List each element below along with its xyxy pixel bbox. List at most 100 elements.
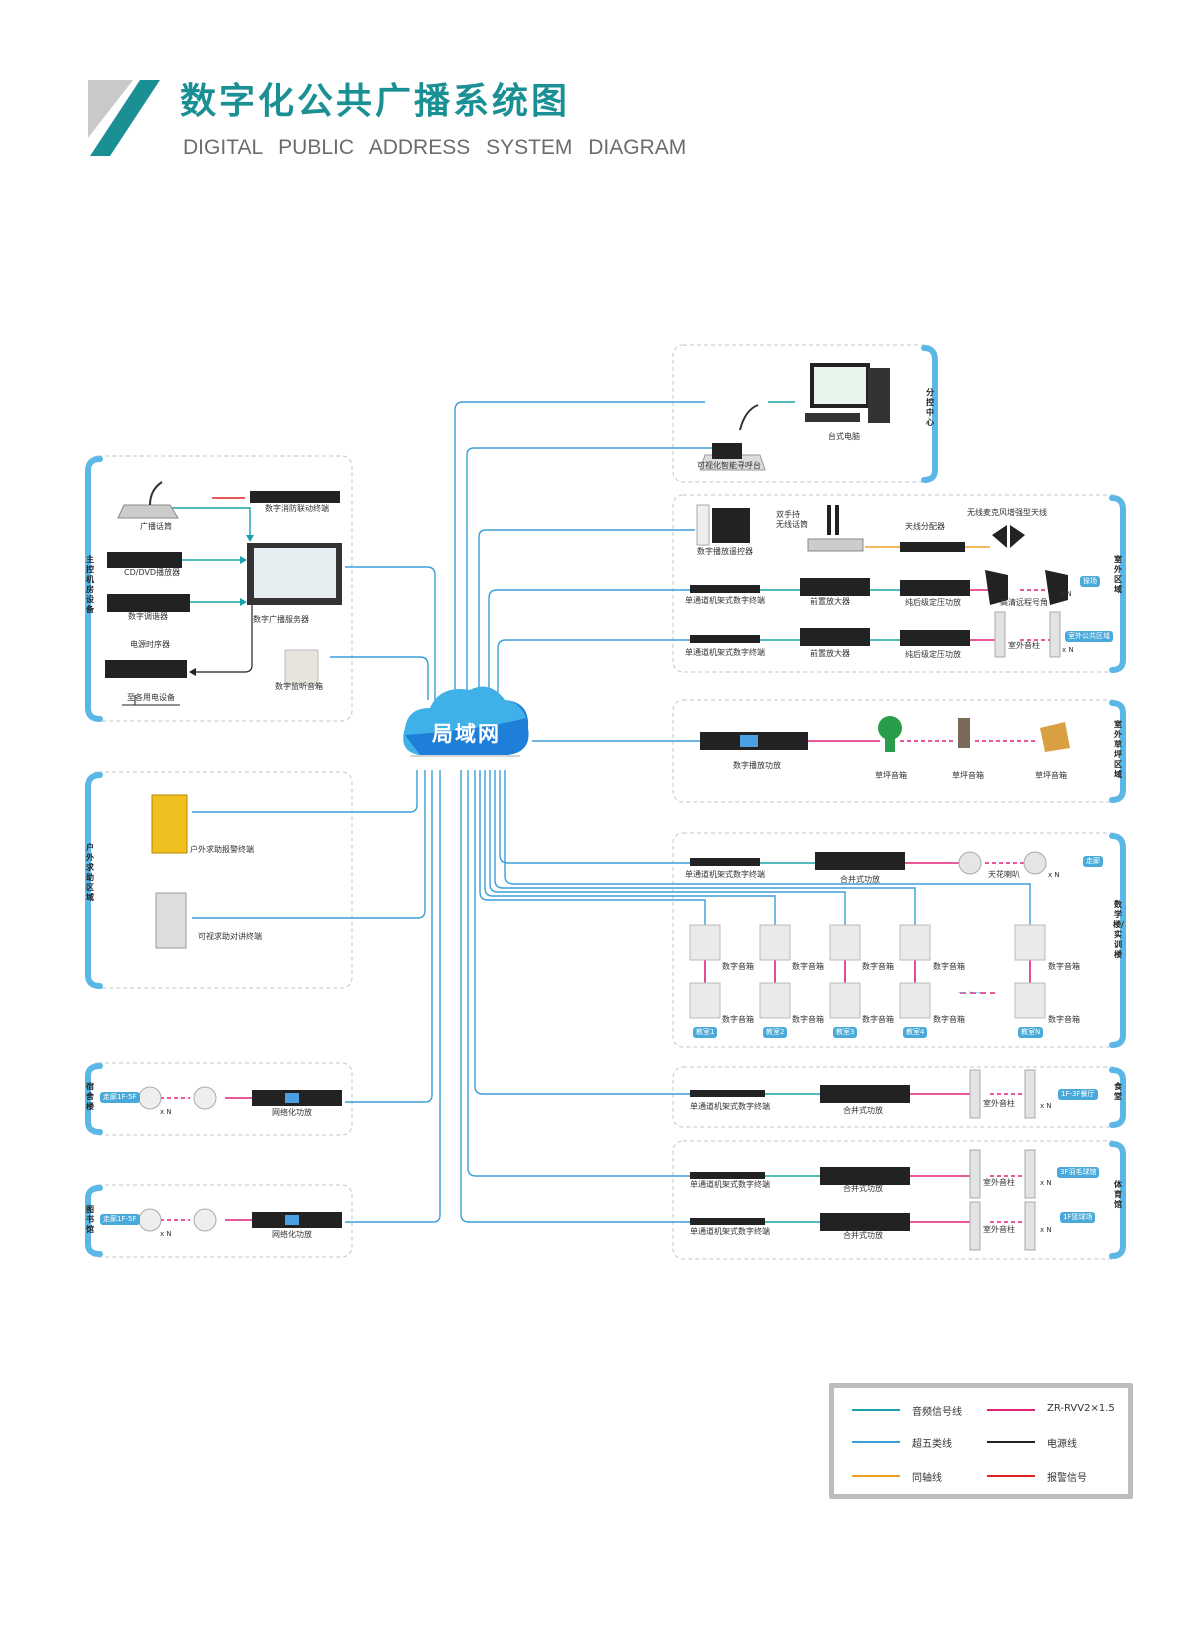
legend-text-coax: 同轴线 xyxy=(912,1473,942,1484)
monitor-speaker-device xyxy=(284,649,319,686)
label-post-amp-2: 纯后级定压功放 xyxy=(905,650,961,659)
label-outdoor-column-2: 室外音柱 xyxy=(983,1099,1015,1108)
legend-text-rvv: ZR-RVV2×1.5 xyxy=(1047,1403,1115,1414)
xn-column-1: x N xyxy=(1062,646,1074,654)
label-lawn-speaker-3: 草坪音箱 xyxy=(1035,771,1067,780)
main-rack-devices xyxy=(105,491,340,678)
label-single-terminal-3: 单通道机架式数字终端 xyxy=(685,870,765,879)
power-dist xyxy=(122,695,180,706)
label-outdoor-column-4: 室外音柱 xyxy=(983,1225,1015,1234)
label-ceiling-speaker: 天花喇叭 xyxy=(988,870,1020,879)
label-single-terminal-6: 单通道机架式数字终端 xyxy=(690,1227,770,1236)
label-horn: 高清远程号角 xyxy=(1000,598,1048,607)
legend-item-cat5: 超五类线 xyxy=(852,1434,992,1450)
lan-cloud xyxy=(403,686,529,757)
legend-text-cat5: 超五类线 xyxy=(912,1439,952,1450)
label-digital-speaker-4: 数字音箱 xyxy=(933,962,965,971)
label-digital-speaker-9: 数字音箱 xyxy=(933,1015,965,1024)
region-label-canteen: 食堂 xyxy=(1114,1082,1122,1101)
region-bars xyxy=(85,345,1126,1259)
tag-basketball: 1F篮球场 xyxy=(1060,1212,1096,1223)
label-mixer-amp-2: 合并式功放 xyxy=(843,1106,883,1115)
label-mixer-amp-1: 合并式功放 xyxy=(840,875,880,884)
antenna-splitter-device xyxy=(900,542,965,552)
lawn-devices xyxy=(700,716,1070,752)
tag-classroom-4: 教室4 xyxy=(903,1027,928,1038)
xn-horn: x N xyxy=(1060,590,1072,598)
region-label-library: 图书馆 xyxy=(86,1205,94,1234)
legend-text-audio: 音频信号线 xyxy=(912,1407,962,1418)
label-playback-ctrl: 数字播放遥控器 xyxy=(697,547,753,556)
legend: 音频信号线 ZR-RVV2×1.5 超五类线 电源线 同轴线 报警信号 xyxy=(829,1383,1133,1499)
label-dash: — · — xyxy=(958,988,982,997)
xn-library: x N xyxy=(160,1230,172,1238)
wireless-antenna-device xyxy=(992,525,1025,548)
column-devices-indoor xyxy=(969,1069,1036,1251)
label-monitor-speaker: 数字监听音箱 xyxy=(275,682,323,691)
wireless-receiver-device xyxy=(807,505,864,552)
label-lawn-speaker-2: 草坪音箱 xyxy=(952,771,984,780)
label-wireless-antenna: 无线麦克风增强型天线 xyxy=(967,508,1047,517)
legend-line-coax xyxy=(852,1475,900,1477)
tag-canteen-hall: 1F-3F餐厅 xyxy=(1058,1089,1098,1100)
broadcast-server-device xyxy=(247,543,342,605)
title-zh: 数字化公共广播系统图 xyxy=(180,81,571,122)
canteen-gym-racks xyxy=(690,1085,910,1231)
horn-devices xyxy=(985,570,1068,605)
column-devices-outdoor xyxy=(994,611,1061,658)
outdoor-rack-devices xyxy=(690,578,970,646)
label-mixer-amp-4: 合并式功放 xyxy=(843,1231,883,1240)
legend-line-audio xyxy=(852,1409,900,1411)
label-digital-speaker-6: 数字音箱 xyxy=(722,1015,754,1024)
label-visual-intercom: 可视求助对讲终端 xyxy=(198,932,262,941)
tag-classroom-3: 教室3 xyxy=(833,1027,858,1038)
tag-corridor: 走廊 xyxy=(1083,856,1103,867)
label-network-amp-1: 网络化功放 xyxy=(272,1108,312,1117)
label-mixer-amp-3: 合并式功放 xyxy=(843,1184,883,1193)
title-logo xyxy=(88,80,160,156)
xn-basketball: x N xyxy=(1040,1226,1052,1234)
xn-dorm: x N xyxy=(160,1108,172,1116)
legend-text-power: 电源线 xyxy=(1047,1439,1077,1450)
tag-badminton: 3F羽毛球馆 xyxy=(1057,1167,1100,1178)
title-en: DIGITAL PUBLIC ADDRESS SYSTEM DIAGRAM xyxy=(183,136,687,159)
dorm-devices xyxy=(138,1086,342,1110)
label-outdoor-alarm: 户外求助报警终端 xyxy=(190,845,254,854)
paging-mic-device xyxy=(117,481,179,519)
label-single-terminal-1: 单通道机架式数字终端 xyxy=(685,596,765,605)
label-single-terminal-2: 单通道机架式数字终端 xyxy=(685,648,765,657)
region-label-control: 分控中心 xyxy=(926,388,934,427)
power-line xyxy=(196,560,253,673)
label-digital-speaker-5: 数字音箱 xyxy=(1048,962,1080,971)
label-antenna-splitter: 天线分配器 xyxy=(905,522,945,531)
label-digital-speaker-3: 数字音箱 xyxy=(862,962,894,971)
lan-label: 局域网 xyxy=(432,722,501,746)
legend-item-rvv: ZR-RVV2×1.5 xyxy=(987,1402,1127,1418)
label-desktop-pc: 台式电脑 xyxy=(828,432,860,441)
legend-line-rvv xyxy=(987,1409,1035,1411)
label-power-seq: 电源时序器 xyxy=(130,640,170,649)
label-broadcast-server: 数字广播服务器 xyxy=(253,615,309,624)
label-smart-console: 可视化智能寻呼台 xyxy=(697,461,761,470)
region-label-gym: 体育馆 xyxy=(1114,1180,1122,1209)
legend-item-coax: 同轴线 xyxy=(852,1468,992,1484)
label-preamp-1: 前置放大器 xyxy=(810,597,850,606)
legend-item-alarm: 报警信号 xyxy=(987,1468,1127,1484)
label-to-power: 至各用电设备 xyxy=(127,693,175,702)
xn-ceiling: x N xyxy=(1048,871,1060,879)
label-post-amp-1: 纯后级定压功放 xyxy=(905,598,961,607)
region-label-main: 主控机房设备 xyxy=(86,555,94,614)
smart-console-device xyxy=(699,404,766,471)
cat5-lines xyxy=(192,401,1031,1223)
audio-lines xyxy=(170,401,900,1223)
playback-controller-device xyxy=(696,504,750,546)
tag-classroom-2: 教室2 xyxy=(763,1027,788,1038)
legend-text-alarm: 报警信号 xyxy=(1047,1473,1087,1484)
label-digital-amp: 数字播放功放 xyxy=(733,761,781,770)
region-label-teaching: 数学楼/实训楼 xyxy=(1113,900,1124,959)
region-label-lawn: 室外草坪区域 xyxy=(1114,720,1122,779)
label-tuner: 数字调谐器 xyxy=(128,612,168,621)
label-digital-speaker-7: 数字音箱 xyxy=(792,1015,824,1024)
label-outdoor-column-1: 室外音柱 xyxy=(1008,641,1040,650)
